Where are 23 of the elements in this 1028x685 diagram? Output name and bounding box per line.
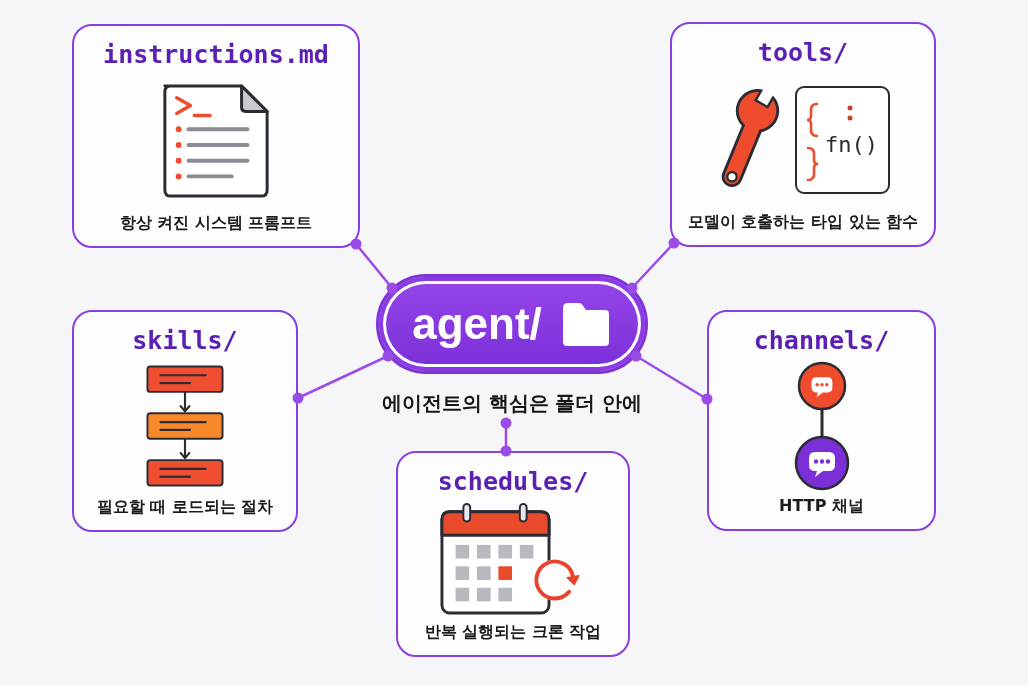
- pill-label: agent/: [412, 299, 542, 349]
- card-title: instructions.md: [103, 40, 329, 70]
- connector-line: [626, 237, 680, 294]
- connector-line: [350, 238, 398, 294]
- connector-line: [292, 350, 394, 404]
- card-title: channels/: [753, 326, 890, 356]
- code-text: fn(): [825, 131, 878, 158]
- folder-card: [396, 451, 630, 657]
- folder-card: [72, 24, 360, 248]
- folder-card: [670, 22, 936, 247]
- card-caption: 필요할 때 로드되는 절차: [96, 496, 274, 518]
- card-title: schedules/: [437, 467, 589, 497]
- card-caption: 항상 켜진 시스템 프롬프트: [119, 212, 313, 234]
- card-title: skills/: [132, 326, 238, 356]
- card-title: tools/: [757, 38, 849, 68]
- card-caption: 반복 실행되는 크론 작업: [424, 621, 602, 643]
- connector-line: [500, 417, 512, 457]
- hub-caption: 에이전트의 핵심은 폴더 안에: [381, 391, 643, 415]
- connector-line: [630, 350, 713, 405]
- card-caption: 모델이 호출하는 타입 있는 함수: [687, 211, 919, 233]
- card-caption: HTTP 채널: [779, 495, 864, 517]
- folder-card: [72, 310, 298, 532]
- folder-card: [707, 310, 936, 531]
